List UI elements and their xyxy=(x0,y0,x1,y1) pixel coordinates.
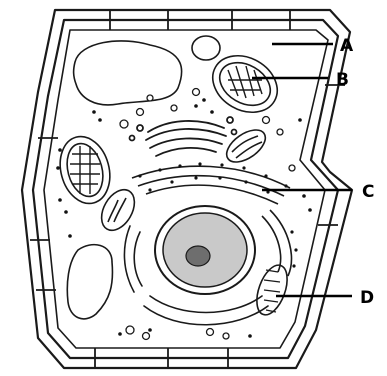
golgi-apparatus xyxy=(130,117,237,156)
label-c: C xyxy=(362,182,374,202)
label-a: A xyxy=(340,36,354,56)
nucleus xyxy=(155,206,255,294)
mitochondrion-d xyxy=(251,261,293,319)
vacuole-small xyxy=(192,36,220,60)
vacuole-bottom-left xyxy=(67,245,112,319)
label-b: B xyxy=(336,70,349,90)
label-d: D xyxy=(360,288,374,308)
vacuole-top xyxy=(74,41,182,105)
mitochondrion-2 xyxy=(221,124,271,169)
nucleolus xyxy=(186,246,210,266)
chloroplast-left xyxy=(53,131,117,209)
